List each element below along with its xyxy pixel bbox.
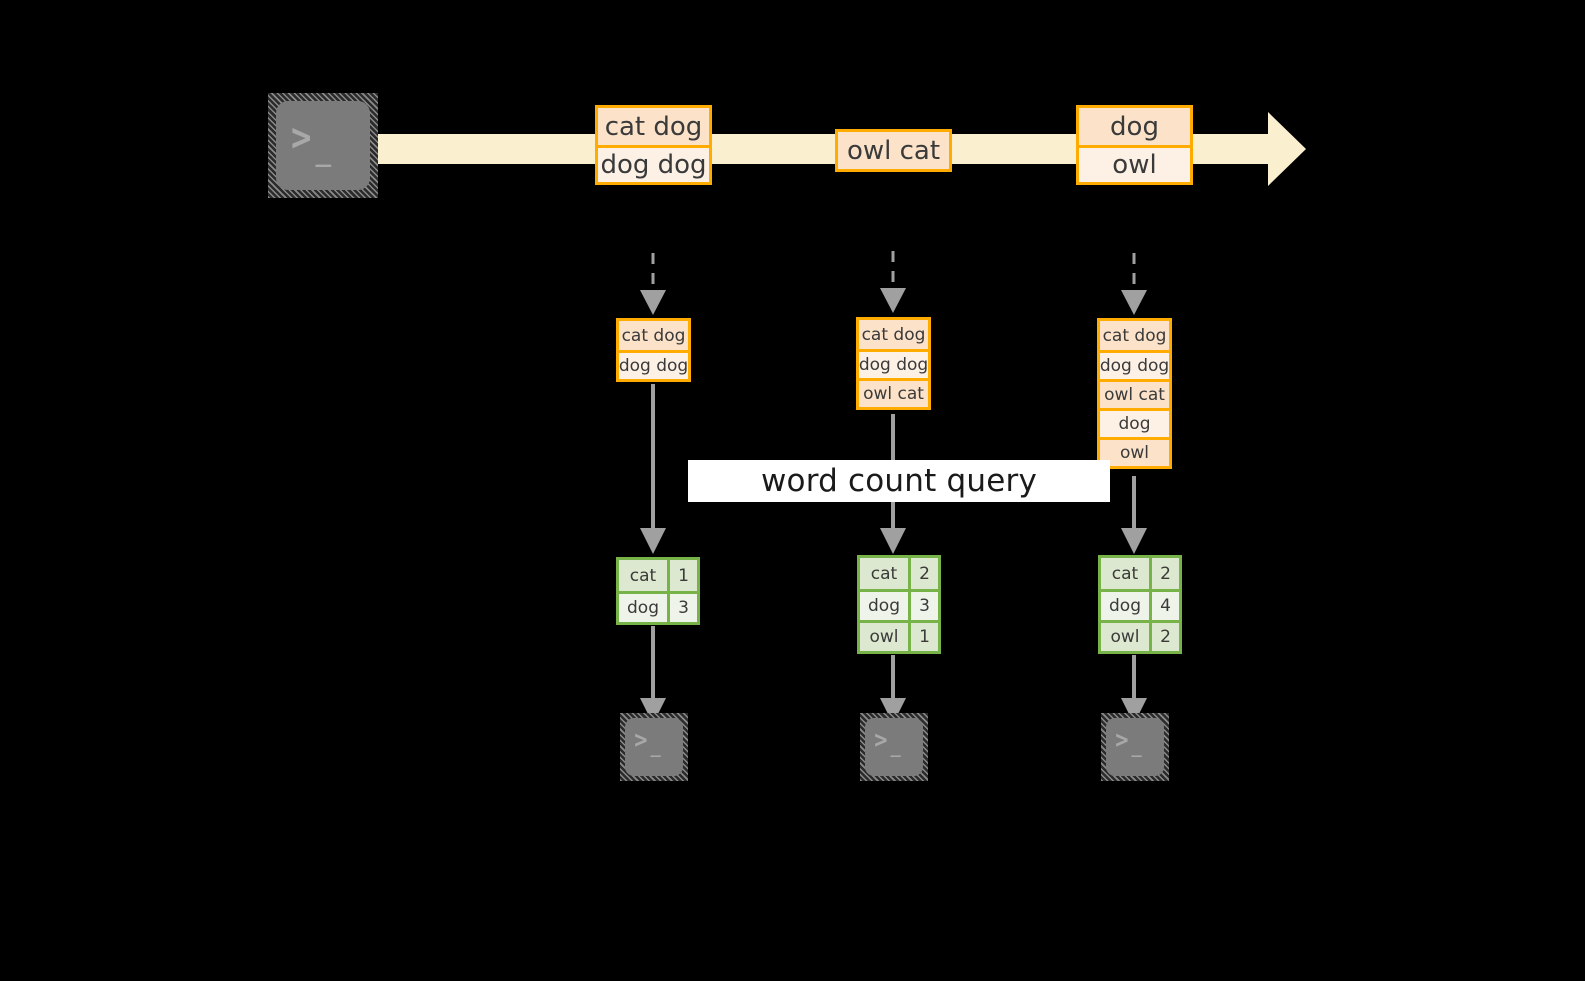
sink-terminal-icon-3[interactable]: > _ — [1101, 713, 1169, 781]
snapshot-input-row: owl — [1100, 437, 1169, 466]
query-label-band: word count query — [688, 460, 1110, 502]
stream-record-group-1[interactable]: cat dog dog dog — [595, 105, 712, 185]
stream-record-group-2[interactable]: owl cat — [835, 129, 952, 172]
query-arrowhead-1 — [640, 528, 666, 554]
result-word: dog — [619, 594, 667, 622]
snapshot-input-row: cat dog — [859, 320, 928, 349]
result-row: dog 4 — [1101, 589, 1179, 620]
record-line: owl — [1079, 145, 1190, 182]
result-word: owl — [860, 623, 908, 651]
snapshot-input-table-2[interactable]: cat dog dog dog owl cat — [856, 317, 931, 410]
sink-arrowhead-2 — [880, 698, 906, 724]
result-table-1[interactable]: cat 1 dog 3 — [616, 557, 700, 625]
snapshot-input-row: dog dog — [859, 349, 928, 378]
sink-arrowhead-3 — [1121, 698, 1147, 724]
terminal-prompt-glyph: > — [874, 725, 888, 755]
result-word: owl — [1101, 623, 1149, 651]
result-count: 2 — [1149, 623, 1179, 651]
snapshot-input-table-3[interactable]: cat dog dog dog owl cat dog owl — [1097, 318, 1172, 469]
result-row: owl 2 — [1101, 620, 1179, 651]
sink-terminal-icon-2[interactable]: > _ — [860, 713, 928, 781]
terminal-prompt-glyph: > — [291, 114, 312, 161]
result-count: 2 — [1149, 558, 1179, 589]
result-count: 2 — [908, 558, 938, 589]
snapshot-input-row: owl cat — [859, 378, 928, 407]
result-word: cat — [619, 560, 667, 591]
terminal-cursor-glyph: _ — [315, 138, 332, 169]
result-count: 1 — [667, 560, 697, 591]
terminal-screen: > _ — [1106, 718, 1164, 776]
result-word: cat — [860, 558, 908, 589]
source-terminal-icon[interactable]: > _ — [268, 93, 378, 198]
record-line: dog dog — [598, 145, 709, 182]
query-arrowhead-3 — [1121, 528, 1147, 554]
terminal-screen: > _ — [865, 718, 923, 776]
result-count: 3 — [667, 594, 697, 622]
stream-record-group-3[interactable]: dog owl — [1076, 105, 1193, 185]
terminal-prompt-glyph: > — [1115, 725, 1129, 755]
snapshot-input-row: dog dog — [619, 350, 688, 379]
result-word: dog — [860, 592, 908, 620]
terminal-screen: > _ — [276, 101, 370, 190]
record-line: dog — [1079, 108, 1190, 145]
terminal-screen: > _ — [625, 718, 683, 776]
result-row: cat 2 — [860, 558, 938, 589]
result-count: 1 — [908, 623, 938, 651]
snapshot-input-row: dog — [1100, 408, 1169, 437]
record-line: cat dog — [598, 108, 709, 145]
result-row: cat 1 — [619, 560, 697, 591]
query-label-text: word count query — [760, 463, 1038, 499]
query-arrowhead-2 — [880, 528, 906, 554]
snapshot-input-row: owl cat — [1100, 379, 1169, 408]
result-row: cat 2 — [1101, 558, 1179, 589]
snapshot-input-row: cat dog — [619, 321, 688, 350]
result-count: 4 — [1149, 592, 1179, 620]
result-row: dog 3 — [619, 591, 697, 622]
result-row: dog 3 — [860, 589, 938, 620]
terminal-cursor-glyph: _ — [650, 738, 661, 759]
tap-arrowhead-2 — [880, 288, 906, 313]
snapshot-input-row: dog dog — [1100, 350, 1169, 379]
record-line: owl cat — [838, 132, 949, 169]
tap-arrowhead-1 — [640, 290, 666, 315]
result-count: 3 — [908, 592, 938, 620]
terminal-prompt-glyph: > — [634, 725, 648, 755]
terminal-cursor-glyph: _ — [1131, 738, 1142, 759]
result-word: cat — [1101, 558, 1149, 589]
sink-arrowhead-1 — [640, 698, 666, 724]
terminal-cursor-glyph: _ — [890, 738, 901, 759]
snapshot-input-table-1[interactable]: cat dog dog dog — [616, 318, 691, 382]
result-table-3[interactable]: cat 2 dog 4 owl 2 — [1098, 555, 1182, 654]
result-row: owl 1 — [860, 620, 938, 651]
sink-terminal-icon-1[interactable]: > _ — [620, 713, 688, 781]
snapshot-input-row: cat dog — [1100, 321, 1169, 350]
tap-arrowhead-3 — [1121, 290, 1147, 315]
result-table-2[interactable]: cat 2 dog 3 owl 1 — [857, 555, 941, 654]
result-word: dog — [1101, 592, 1149, 620]
